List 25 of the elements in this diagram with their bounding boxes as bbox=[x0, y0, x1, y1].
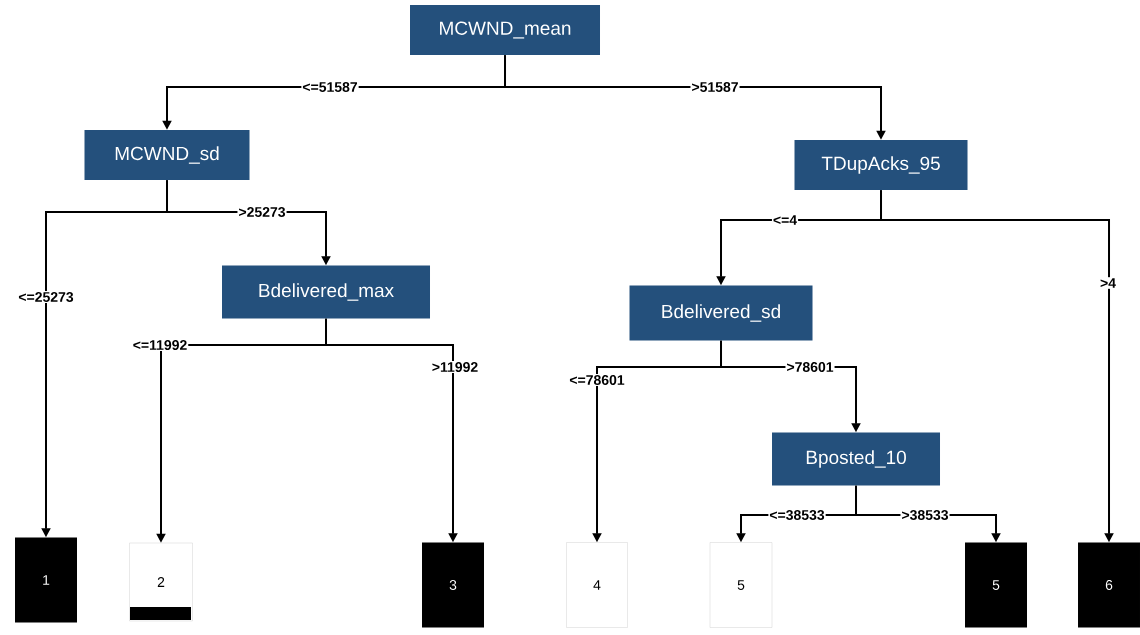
leaf-box: 1 bbox=[15, 537, 77, 623]
edge-label: >11992 bbox=[430, 361, 480, 373]
edge-label: <=38533 bbox=[768, 509, 826, 521]
edge-label: <=11992 bbox=[131, 339, 189, 351]
edge-label: <=51587 bbox=[301, 81, 359, 93]
split-box: Bposted_10 bbox=[772, 432, 940, 486]
leaf-box: 4 bbox=[566, 542, 628, 628]
edge-label: >4 bbox=[1099, 277, 1117, 289]
edge-label: >78601 bbox=[785, 361, 835, 373]
split-box: Bdelivered_max bbox=[222, 265, 430, 319]
split-box: Bdelivered_sd bbox=[629, 285, 813, 341]
split-box: TDupAcks_95 bbox=[794, 140, 968, 190]
split-box: MCWND_sd bbox=[84, 130, 250, 180]
edge-label: >51587 bbox=[690, 81, 740, 93]
edge-label: >38533 bbox=[900, 509, 950, 521]
leaf-box: 5 bbox=[965, 542, 1027, 628]
leaf-box: 2 bbox=[129, 542, 193, 622]
leaf-box: 6 bbox=[1078, 542, 1140, 628]
edge-label: <=4 bbox=[771, 214, 799, 226]
edge-label: <=78601 bbox=[568, 374, 626, 386]
split-box: MCWND_mean bbox=[410, 5, 600, 55]
edge-label: >25273 bbox=[237, 206, 287, 218]
leaf-box: 3 bbox=[422, 542, 484, 628]
leaf-box: 5 bbox=[709, 542, 773, 628]
edge-label: <=25273 bbox=[17, 291, 75, 303]
